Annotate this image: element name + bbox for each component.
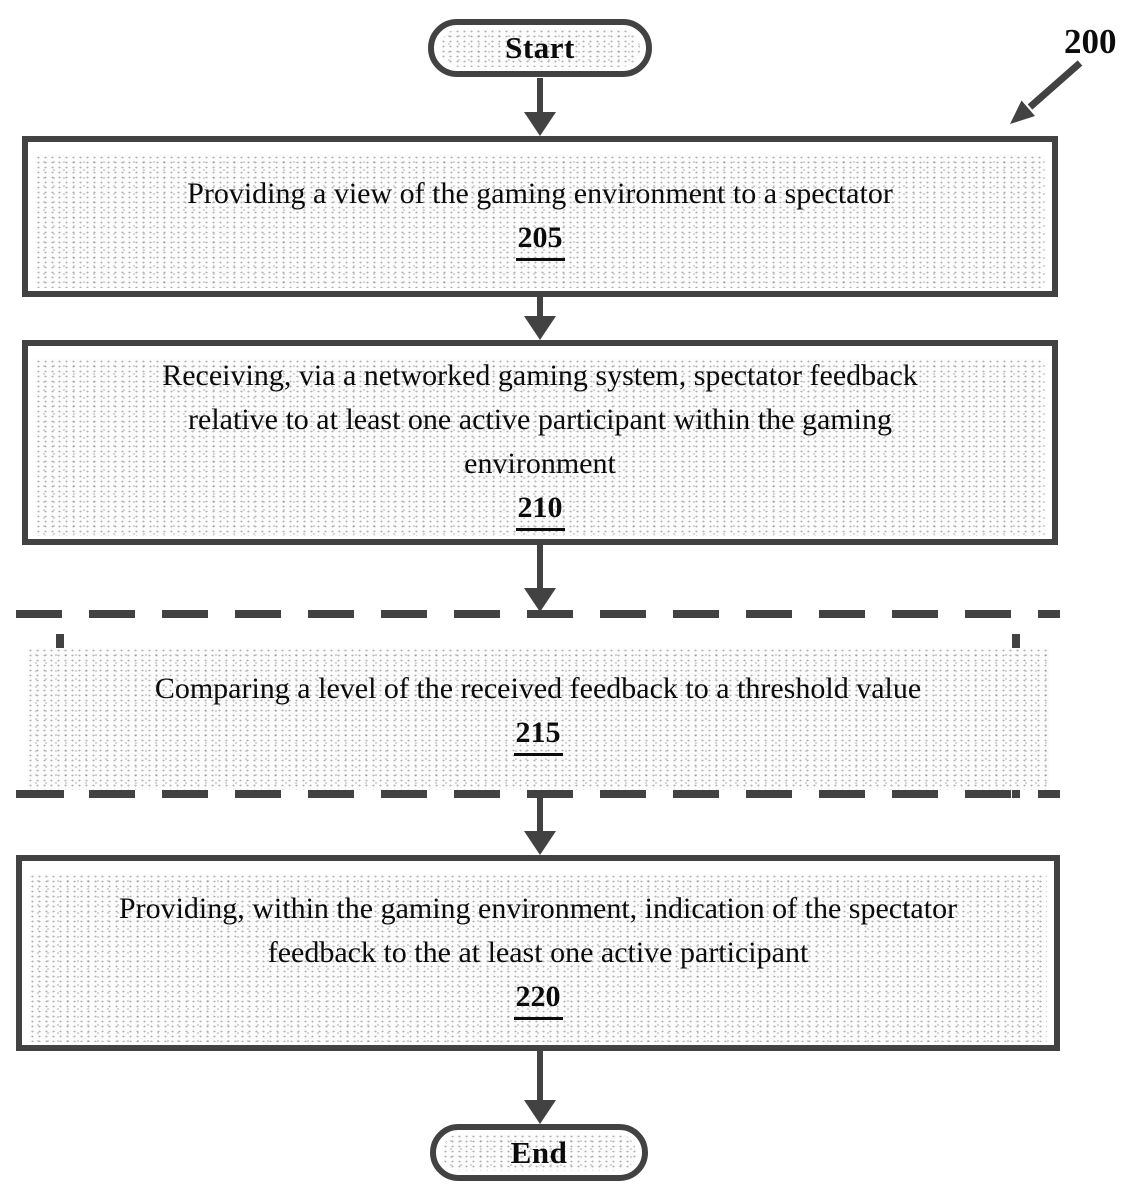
- down-arrow: [524, 297, 556, 340]
- step-box-215-dashed: Comparing a level of the received feedba…: [16, 610, 1060, 798]
- step-text-line: environment: [464, 447, 616, 480]
- down-arrow: [524, 798, 556, 855]
- step-number: 220: [513, 975, 563, 1020]
- arrow-shaft: [537, 78, 543, 112]
- step-box-210: Receiving, via a networked gaming system…: [22, 340, 1058, 545]
- step-box-205: Providing a view of the gaming environme…: [22, 136, 1058, 297]
- step-text-line: relative to at least one active particip…: [188, 403, 892, 436]
- arrow-shaft: [537, 1051, 543, 1100]
- end-terminal: End: [430, 1124, 648, 1181]
- step-fill-texture: [29, 874, 1047, 1042]
- step-fill-texture: [27, 648, 1049, 790]
- step-number: 215: [513, 711, 563, 756]
- step-fill-texture: [35, 359, 1045, 536]
- start-label: Start: [505, 30, 575, 65]
- step-text-line: Providing a view of the gaming environme…: [187, 177, 893, 210]
- step-text-line: Receiving, via a networked gaming system…: [162, 359, 918, 392]
- step-number: 205: [515, 216, 565, 261]
- start-terminal: Start: [428, 19, 652, 77]
- down-arrow: [524, 545, 556, 612]
- arrow-head-icon: [524, 1100, 556, 1124]
- step-text-line: Providing, within the gaming environment…: [118, 891, 958, 925]
- figure-reference-label: 200: [1064, 22, 1117, 61]
- end-label: End: [510, 1134, 568, 1170]
- down-arrow: [524, 1051, 556, 1124]
- terminal-fill-texture: [440, 29, 640, 67]
- arrow-head-icon: [524, 112, 556, 136]
- terminal-fill-texture: [442, 1134, 636, 1171]
- step-text-line: Comparing a level of the received feedba…: [154, 671, 922, 705]
- arrow-head-icon: [524, 316, 556, 340]
- arrow-shaft: [537, 798, 543, 831]
- step-text-line: feedback to the at least one active part…: [267, 935, 809, 969]
- figure-reference-arrow-icon: [1010, 60, 1083, 124]
- arrow-head-icon: [524, 831, 556, 855]
- step-number: 210: [515, 486, 565, 531]
- arrow-shaft: [537, 297, 543, 316]
- step-box-220: Providing, within the gaming environment…: [16, 855, 1060, 1051]
- arrow-head-icon: [524, 588, 556, 612]
- step-fill-texture: [35, 155, 1045, 288]
- arrow-shaft: [537, 545, 543, 588]
- down-arrow: [524, 78, 556, 136]
